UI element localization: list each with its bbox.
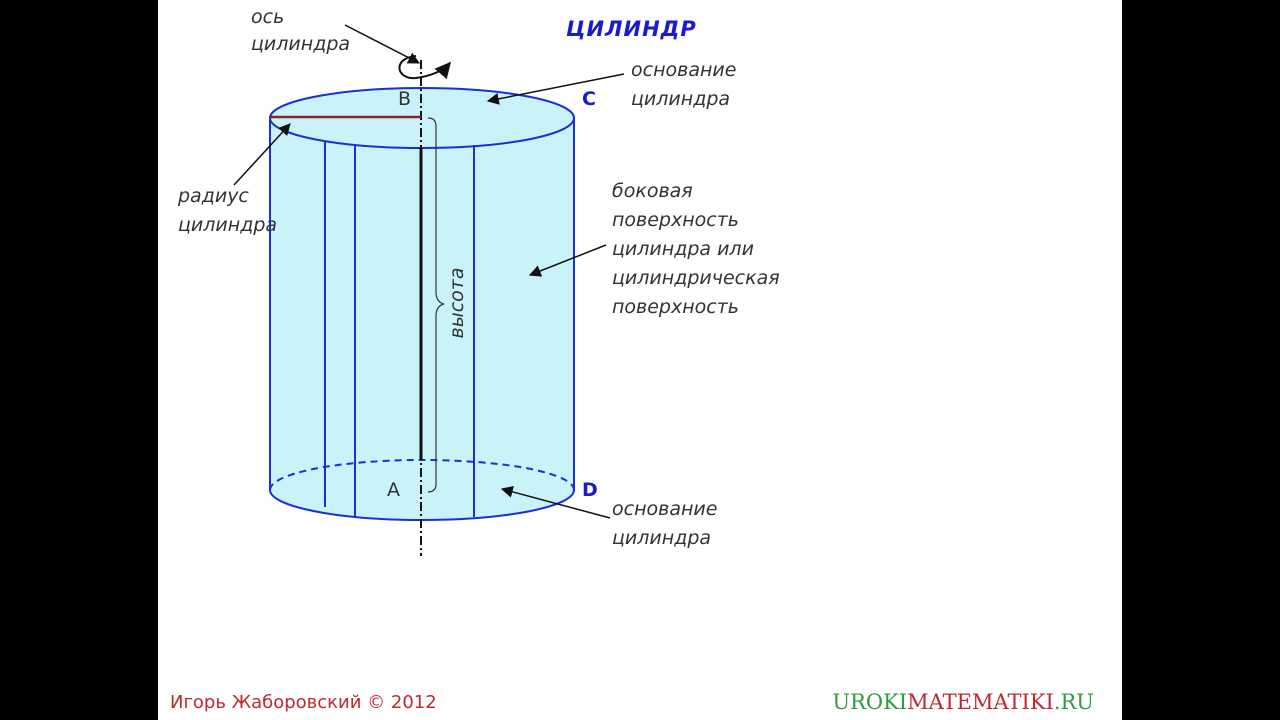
top-base-label: основание цилиндра (631, 59, 737, 110)
point-d-label: D (582, 479, 598, 501)
axis-pointer-arrow (344, 24, 421, 64)
site-name-part-2: MATEMATIKI (907, 690, 1054, 714)
top-base-pointer-arrow (486, 73, 625, 105)
site-name-part-1: UROKI (832, 690, 908, 714)
height-label: высота (446, 268, 468, 339)
rotation-arrow (398, 55, 452, 80)
bottom-base-pointer-arrow (500, 486, 611, 519)
site-logo-text[interactable]: UROKIMATEMATIKI.RU (832, 690, 1094, 714)
radius-label: радиус цилиндра (178, 185, 278, 236)
point-a-label: A (387, 479, 400, 501)
point-b-label: B (398, 88, 412, 110)
lateral-pointer-arrow (528, 244, 607, 277)
lateral-surface-label: боковая поверхность цилиндра или цилиндр… (612, 180, 780, 318)
height-brace (427, 117, 445, 493)
radius-pointer-arrow (233, 123, 291, 186)
point-c-label: C (582, 88, 596, 110)
axis-label: ось цилиндра (251, 6, 351, 55)
bottom-base-back (269, 459, 575, 491)
site-name-part-3: .RU (1053, 690, 1094, 714)
author-credit: Игорь Жаборовский © 2012 (170, 692, 437, 713)
page-title: ЦИЛИНДР (566, 17, 697, 41)
bottom-base-label: основание цилиндра (612, 498, 718, 549)
